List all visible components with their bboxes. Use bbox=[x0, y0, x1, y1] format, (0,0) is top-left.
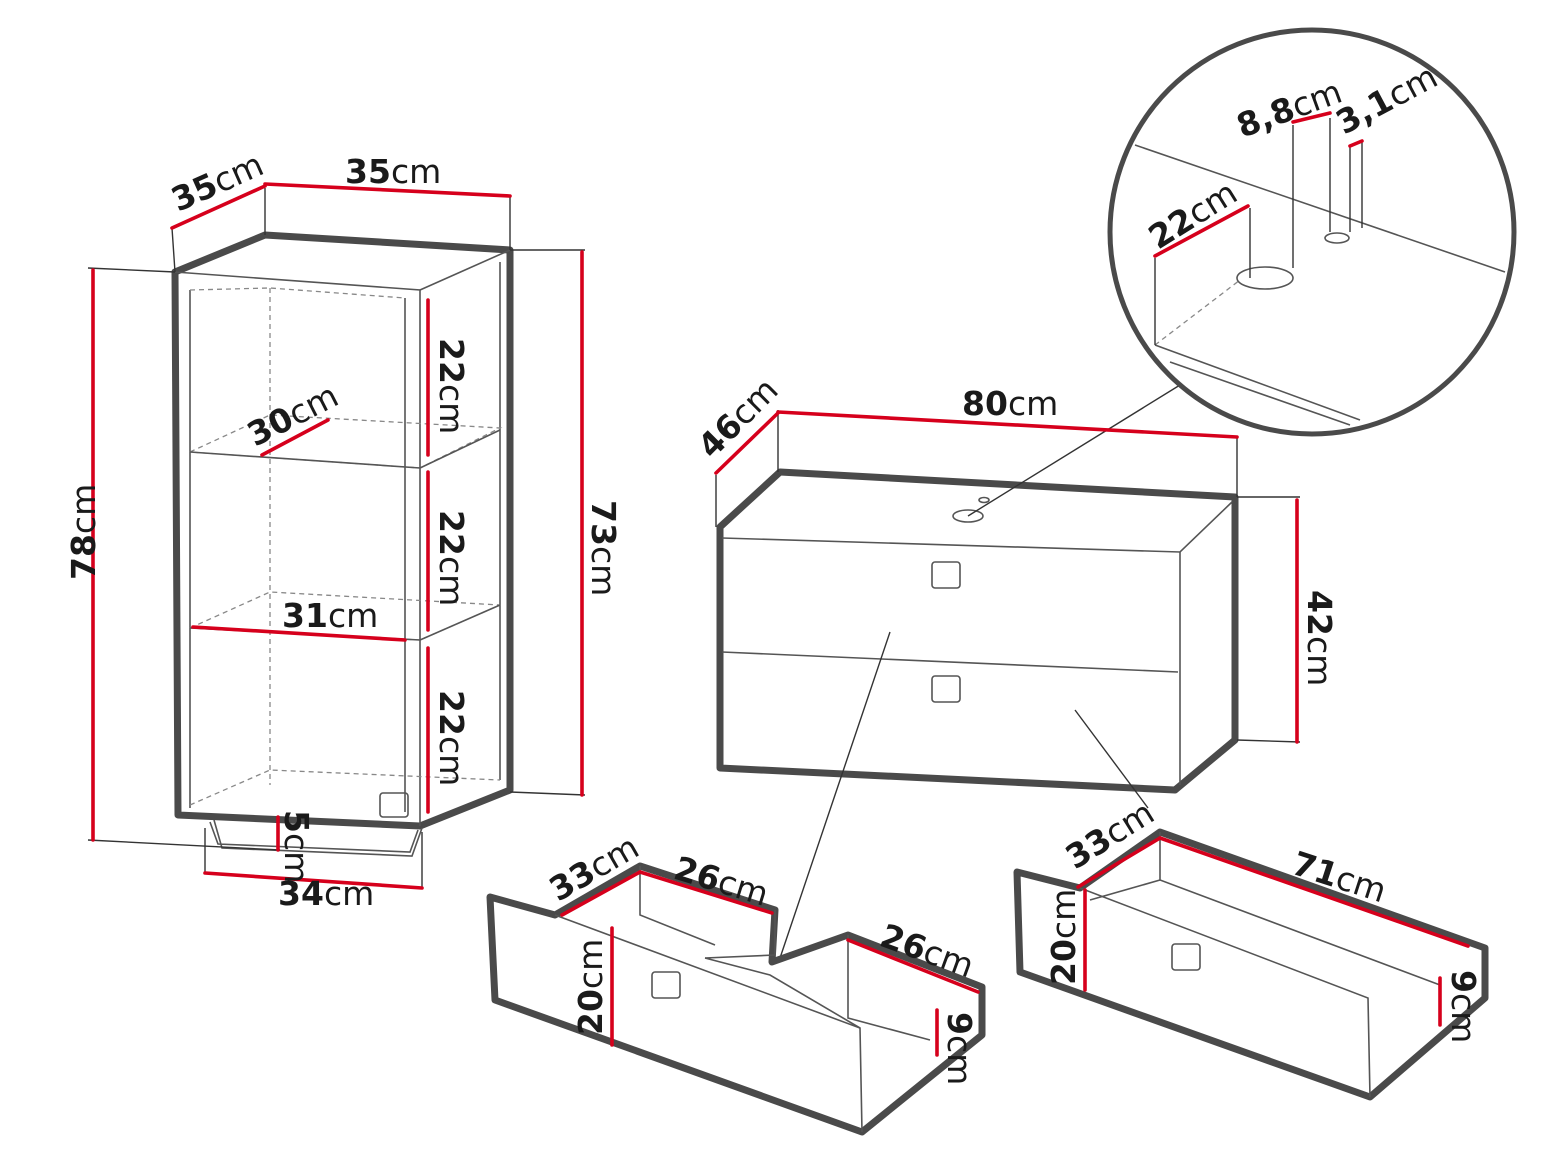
top-drawer-handle-icon bbox=[931, 561, 961, 589]
detail-tap-hole-icon bbox=[1324, 232, 1350, 244]
left-drawer: 33cm 26cm 26cm 20cm 9cm bbox=[486, 827, 986, 1136]
cab-width-label: 35cm bbox=[345, 152, 441, 191]
cab-height-label: 78cm bbox=[64, 484, 103, 580]
shelf-gap-3-label: 22cm bbox=[432, 690, 471, 786]
shelf-width-label: 31cm bbox=[282, 596, 378, 635]
detail-circle bbox=[1107, 27, 1517, 437]
sink-height-label: 42cm bbox=[1300, 590, 1339, 686]
hole-detail-callout: 22cm 8,8cm 3,1cm bbox=[1107, 27, 1517, 437]
shelf-gap-2-label: 22cm bbox=[432, 510, 471, 606]
detail-basin-hole-icon bbox=[1236, 266, 1294, 290]
dl-inner-a-label: 26cm bbox=[670, 848, 773, 913]
bottom-drawer-handle-icon bbox=[931, 675, 961, 703]
cab-side-label: 73cm bbox=[584, 500, 623, 596]
dl-front-label: 20cm bbox=[571, 939, 610, 1035]
rail-width-label: 34cm bbox=[278, 874, 374, 913]
dl-side-label: 9cm bbox=[940, 1012, 979, 1085]
tap-hole-icon bbox=[978, 496, 990, 504]
tall-cabinet: 35cm 35cm 78cm 73cm 22cm 22cm 22cm 30cm … bbox=[64, 145, 623, 913]
rail-height-label: 5cm bbox=[277, 810, 316, 883]
dr-side-label: 9cm bbox=[1444, 970, 1483, 1043]
right-drawer-handle-icon bbox=[1171, 943, 1201, 971]
dr-front-label: 20cm bbox=[1044, 889, 1083, 985]
sink-width-label: 80cm bbox=[962, 384, 1058, 423]
towel-rail-icon bbox=[209, 819, 423, 857]
right-drawer: 33cm 71cm 20cm 9cm bbox=[1013, 793, 1489, 1101]
basin-hole-icon bbox=[952, 509, 984, 523]
left-drawer-handle-icon bbox=[651, 971, 681, 999]
dl-inner-b-label: 26cm bbox=[875, 916, 979, 986]
sink-cabinet: 46cm 80cm 42cm bbox=[690, 370, 1339, 959]
cabinet-knob-icon bbox=[379, 792, 409, 818]
shelf-depth-label: 30cm bbox=[241, 376, 344, 454]
sink-cabinet-outline bbox=[716, 468, 1239, 794]
shelf-gap-1-label: 22cm bbox=[432, 338, 471, 434]
